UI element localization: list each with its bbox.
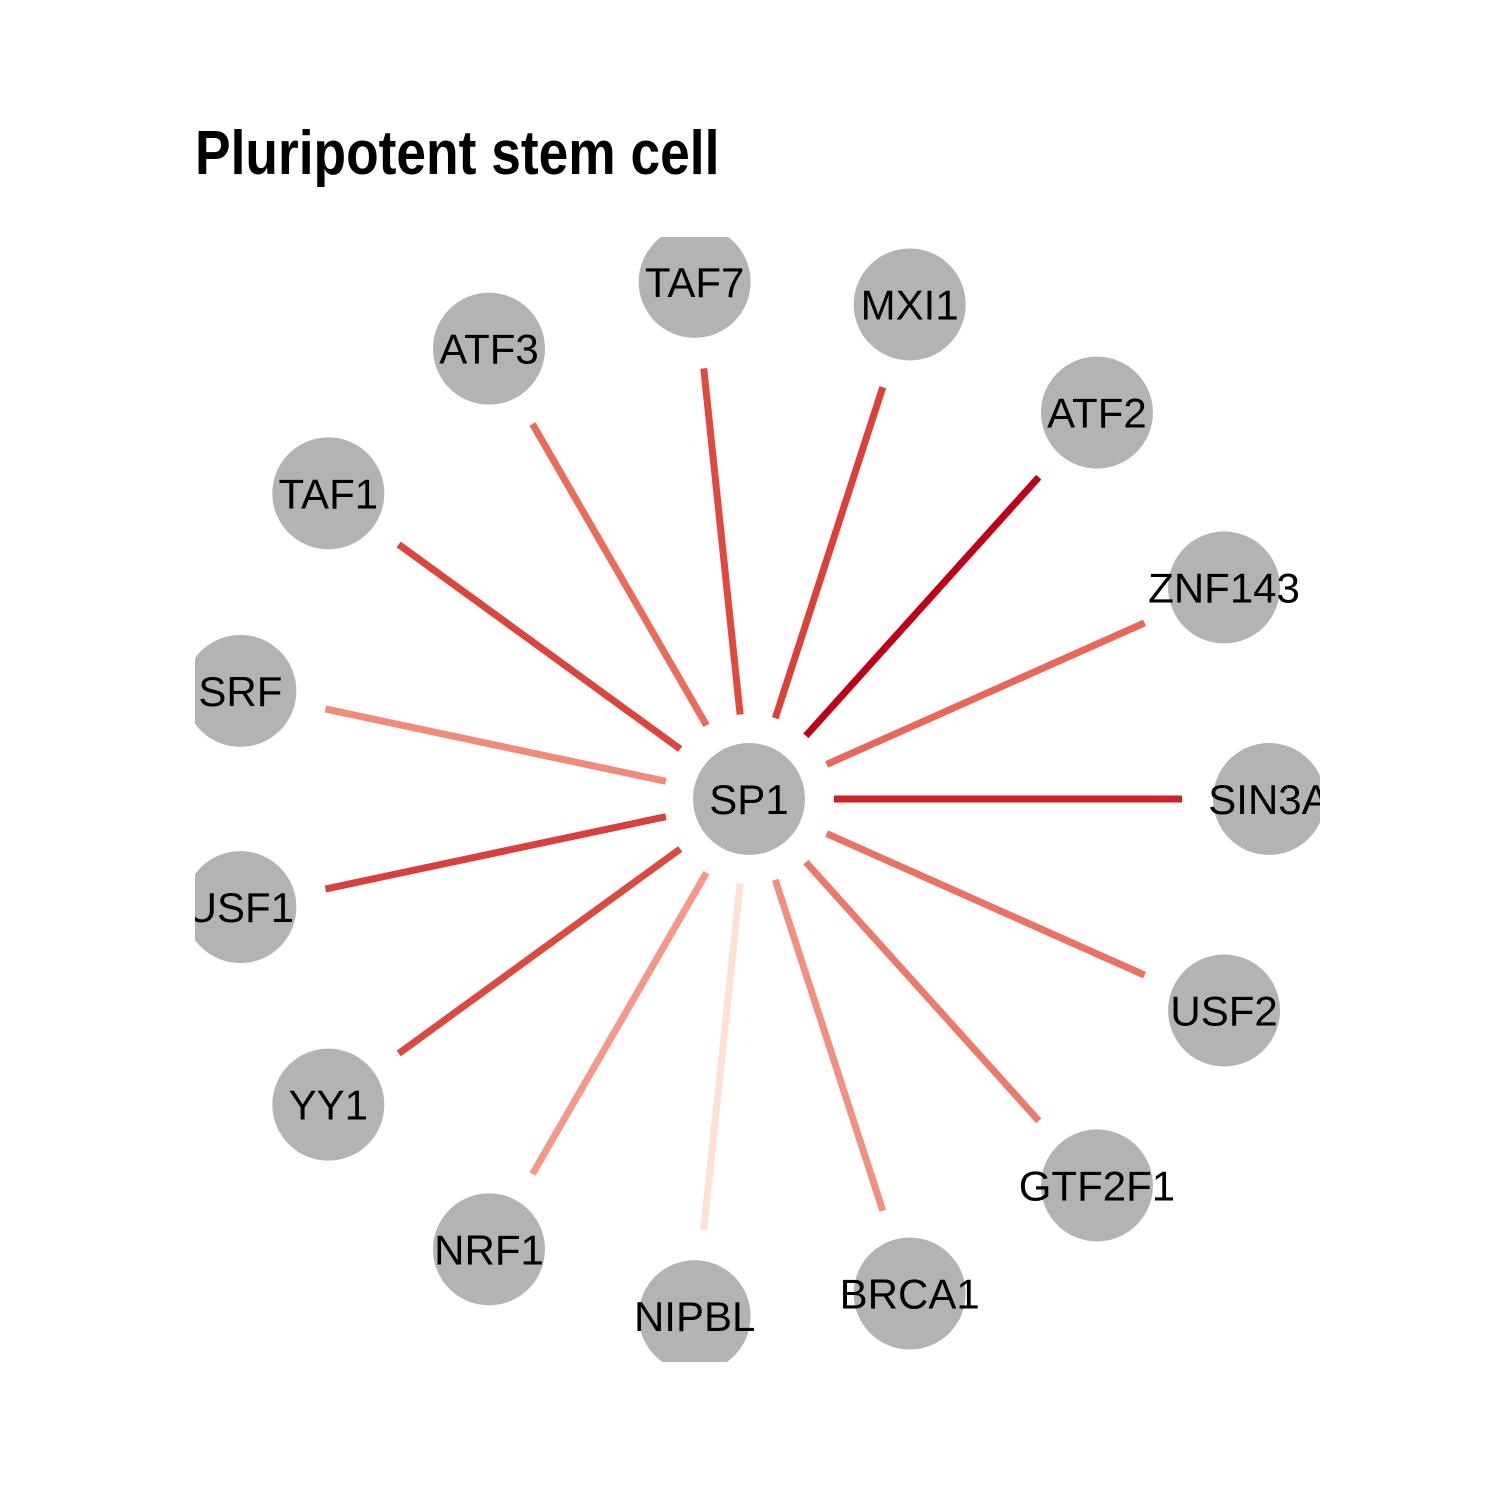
node-label: USF1 bbox=[187, 884, 294, 931]
node-usf1: USF1 bbox=[187, 851, 297, 964]
node-znf143: ZNF143 bbox=[1148, 531, 1300, 644]
node-label: YY1 bbox=[289, 1082, 368, 1129]
node-circle bbox=[195, 851, 297, 964]
edge-sp1-gtf2f1 bbox=[803, 859, 1042, 1124]
node-circle bbox=[853, 248, 966, 361]
node-label: NIPBL bbox=[634, 1293, 755, 1340]
node-label: ZNF143 bbox=[1148, 564, 1300, 611]
node-taf1: TAF1 bbox=[272, 437, 385, 550]
node-circle bbox=[853, 1237, 966, 1350]
node-sin3a: SIN3A bbox=[1208, 743, 1329, 855]
node-circle bbox=[433, 292, 545, 405]
node-hub-sp1: SP1 bbox=[693, 743, 805, 855]
node-taf7: TAF7 bbox=[638, 237, 751, 338]
node-circle bbox=[693, 743, 805, 855]
node-circle bbox=[272, 1048, 385, 1161]
node-usf2: USF2 bbox=[1168, 954, 1281, 1067]
edge-sp1-znf143 bbox=[825, 619, 1146, 768]
node-label: TAF1 bbox=[279, 470, 379, 517]
edge-sp1-usf1 bbox=[324, 813, 667, 893]
node-label: TAF7 bbox=[645, 259, 745, 306]
edge-sp1-taf7 bbox=[700, 368, 744, 715]
edge-sp1-yy1 bbox=[396, 846, 683, 1057]
node-srf: SRF bbox=[195, 634, 297, 747]
edge-sp1-srf bbox=[324, 705, 667, 785]
node-label: ATF3 bbox=[439, 326, 539, 373]
edge-sp1-brca1 bbox=[771, 878, 887, 1212]
node-circle bbox=[1040, 356, 1153, 469]
edge-sp1-nrf1 bbox=[529, 870, 710, 1176]
node-circle bbox=[195, 634, 297, 747]
node-circle bbox=[638, 237, 751, 338]
node-circle bbox=[433, 1193, 545, 1306]
node-label: GTF2F1 bbox=[1019, 1162, 1175, 1209]
node-label: BRCA1 bbox=[840, 1271, 980, 1318]
node-mxi1: MXI1 bbox=[853, 248, 966, 361]
edge-sp1-usf2 bbox=[825, 830, 1146, 979]
edge-sp1-mxi1 bbox=[771, 386, 887, 720]
node-circle bbox=[1168, 954, 1281, 1067]
chart-title: Pluripotent stem cell bbox=[195, 119, 720, 188]
node-label: SIN3A bbox=[1208, 776, 1329, 823]
node-circle bbox=[1168, 531, 1281, 644]
node-nrf1: NRF1 bbox=[433, 1193, 545, 1306]
node-label: SRF bbox=[198, 668, 282, 715]
node-label: NRF1 bbox=[434, 1226, 544, 1273]
node-circle bbox=[1213, 743, 1320, 855]
edge-sp1-nipbl bbox=[700, 883, 744, 1230]
edge-sp1-atf2 bbox=[803, 474, 1042, 739]
node-circle bbox=[272, 437, 385, 550]
edges bbox=[324, 368, 1182, 1230]
node-label: MXI1 bbox=[861, 281, 959, 328]
edge-sp1-taf1 bbox=[396, 541, 683, 752]
node-label: USF2 bbox=[1170, 988, 1277, 1035]
node-yy1: YY1 bbox=[272, 1048, 385, 1161]
node-atf3: ATF3 bbox=[433, 292, 545, 405]
node-nipbl: NIPBL bbox=[634, 1260, 755, 1362]
node-circle bbox=[1040, 1129, 1153, 1242]
node-brca1: BRCA1 bbox=[840, 1237, 980, 1350]
node-circle bbox=[638, 1260, 751, 1362]
node-label: SP1 bbox=[709, 776, 788, 823]
node-gtf2f1: GTF2F1 bbox=[1019, 1129, 1175, 1242]
node-label: ATF2 bbox=[1047, 390, 1147, 437]
edge-sp1-atf3 bbox=[529, 422, 710, 728]
node-atf2: ATF2 bbox=[1040, 356, 1153, 469]
